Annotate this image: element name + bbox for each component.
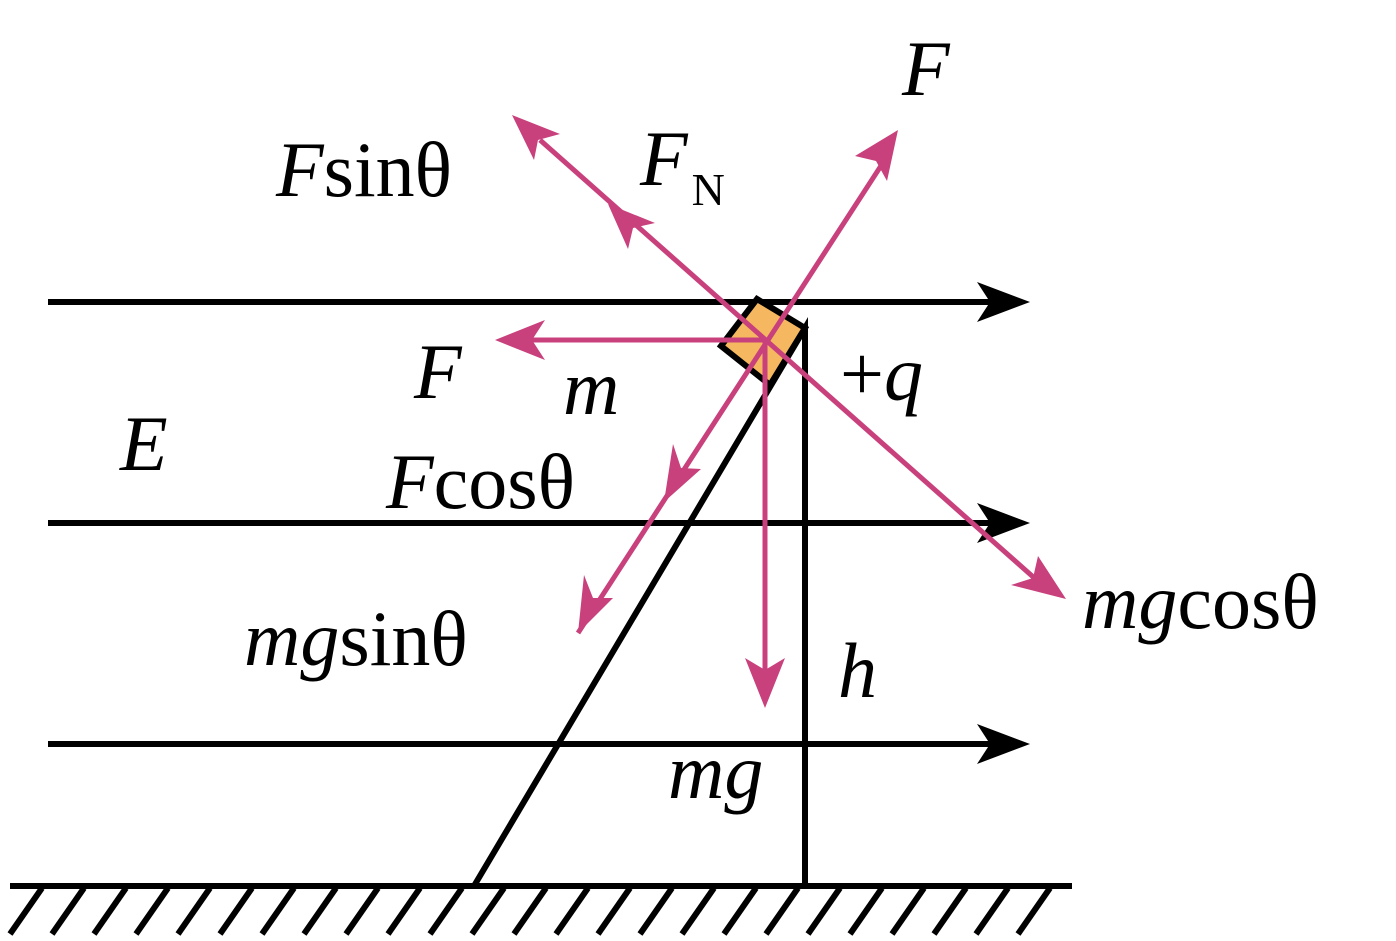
force-fsin-head	[512, 115, 560, 160]
force-mgcos-head	[1011, 556, 1066, 599]
labels: F Fsinθ FN F m +q E Fcosθ mgcosθ mgsinθ …	[119, 25, 1319, 815]
field-arrowhead-top	[977, 282, 1030, 322]
label-friction: F	[901, 25, 951, 112]
label-f-sin-theta: Fsinθ	[275, 126, 452, 213]
force-fcos-head	[664, 444, 701, 502]
force-mgsin-head	[578, 575, 613, 633]
label-f-cos-theta: Fcosθ	[385, 438, 575, 525]
label-mg-sin-theta: mgsinθ	[244, 595, 468, 682]
label-mass: m	[563, 344, 619, 431]
ground-hatching	[7, 886, 1053, 936]
label-height: h	[838, 627, 877, 714]
field-arrowhead-middle	[977, 503, 1030, 543]
label-charge: +q	[840, 330, 923, 417]
force-f-head	[495, 320, 545, 360]
field-arrowhead-bottom	[977, 724, 1030, 764]
label-normal-force: FN	[639, 115, 725, 215]
label-weight: mg	[668, 728, 763, 815]
force-friction-arrow	[575, 153, 891, 635]
force-friction-head	[855, 130, 898, 181]
force-mg-head	[745, 658, 785, 708]
force-vectors	[495, 115, 1066, 708]
force-fn-head	[608, 204, 655, 249]
field-lines	[48, 282, 1030, 764]
label-field: E	[119, 400, 168, 487]
ground	[7, 883, 1072, 936]
label-applied-force: F	[413, 328, 463, 415]
label-mg-cos-theta: mgcosθ	[1082, 558, 1319, 645]
